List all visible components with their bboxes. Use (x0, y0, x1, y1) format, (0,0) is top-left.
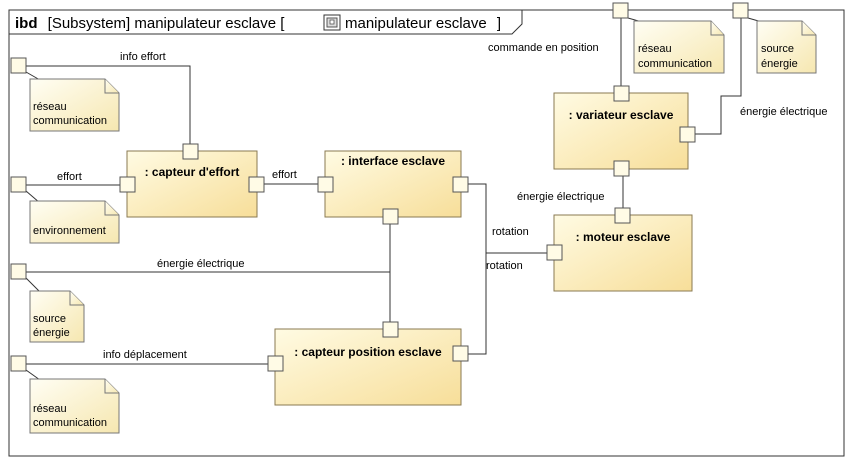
svg-text:communication: communication (33, 417, 107, 429)
svg-text:source: source (761, 43, 794, 55)
port-frame-commande[interactable] (612, 2, 629, 19)
port-interface-bottom[interactable] (382, 208, 399, 225)
svg-text:communication: communication (638, 58, 712, 70)
block-diagram-icon (323, 14, 341, 31)
block-moteur-esclave[interactable]: : moteur esclave (553, 214, 693, 292)
block-name-capteur-position: : capteur position esclave (294, 345, 442, 359)
port-variateur-top[interactable] (613, 85, 630, 102)
port-interface-right[interactable] (452, 176, 469, 193)
port-interface-left[interactable] (317, 176, 334, 193)
ports (10, 2, 749, 372)
label-effort-left: effort (57, 171, 82, 183)
svg-text:environnement: environnement (33, 225, 106, 237)
block-name-variateur: : variateur esclave (569, 108, 674, 122)
port-frame-info-deplacement[interactable] (10, 355, 27, 372)
connector-info-effort[interactable] (26, 65, 191, 145)
block-name-moteur: : moteur esclave (576, 230, 671, 244)
port-frame-energie[interactable] (10, 263, 27, 280)
port-variateur-bottom[interactable] (613, 160, 630, 177)
connector-energie-variateur[interactable] (695, 18, 742, 135)
label-effort-right: effort (272, 169, 297, 181)
connectors (26, 18, 742, 365)
frame-context-name: manipulateur esclave (345, 15, 487, 32)
port-frame-energie-haut[interactable] (732, 2, 749, 19)
diagram-frame (8, 9, 845, 457)
block-name-capteur-effort: : capteur d'effort (145, 165, 240, 179)
svg-text:communication: communication (33, 115, 107, 127)
svg-text:énergie: énergie (761, 58, 798, 70)
svg-text:réseau: réseau (638, 43, 672, 55)
svg-text:énergie: énergie (33, 327, 70, 339)
block-interface-esclave[interactable]: : interface esclave (324, 150, 462, 218)
connector-labels: info effort effort effort énergie électr… (57, 42, 827, 361)
port-position-top[interactable] (382, 321, 399, 338)
frame-header: ibd [Subsystem] manipulateur esclave [ (15, 15, 285, 32)
label-rotation-2: rotation (486, 260, 523, 272)
port-variateur-right[interactable] (679, 126, 696, 143)
frame-keyword: ibd (15, 15, 38, 32)
frame-title-text: [Subsystem] manipulateur esclave [ (48, 15, 286, 32)
note-reseau-communication-haut: réseau communication (633, 20, 725, 74)
connector-rotation-interface[interactable] (468, 183, 547, 254)
port-moteur-top[interactable] (614, 207, 631, 224)
port-capteur-effort-left[interactable] (119, 176, 136, 193)
port-position-left[interactable] (267, 355, 284, 372)
svg-text:réseau: réseau (33, 403, 67, 415)
block-variateur-esclave[interactable]: : variateur esclave (553, 92, 689, 170)
port-capteur-effort-top[interactable] (182, 143, 199, 160)
svg-text:source: source (33, 313, 66, 325)
note-environnement: environnement (29, 200, 120, 244)
label-energie-moteur: énergie électrique (517, 191, 604, 203)
note-source-energie-haut: source énergie (756, 20, 817, 74)
label-energie-variateur: énergie électrique (740, 106, 827, 118)
block-name-interface-esclave: : interface esclave (341, 154, 445, 168)
block-capteur-position[interactable]: : capteur position esclave (274, 328, 462, 406)
label-rotation-1: rotation (492, 226, 529, 238)
frame-header-border (9, 10, 523, 35)
port-capteur-effort-right[interactable] (248, 176, 265, 193)
port-frame-info-effort[interactable] (10, 57, 27, 74)
svg-text:réseau: réseau (33, 101, 67, 113)
frame-context: manipulateur esclave ] (345, 15, 501, 32)
label-info-deplacement: info déplacement (103, 349, 187, 361)
port-position-right[interactable] (452, 345, 469, 362)
label-info-effort: info effort (120, 51, 166, 63)
port-frame-effort[interactable] (10, 176, 27, 193)
note-source-energie-gauche: source énergie (29, 290, 85, 343)
port-moteur-left[interactable] (546, 244, 563, 261)
label-commande-position: commande en position (488, 42, 599, 54)
note-reseau-communication-2: réseau communication (29, 378, 120, 434)
connector-rotation-position[interactable] (468, 253, 487, 355)
label-energie-gauche: énergie électrique (157, 258, 244, 270)
block-capteur-effort[interactable]: : capteur d'effort (126, 150, 258, 218)
note-reseau-communication-1: réseau communication (29, 78, 120, 132)
frame-close-bracket: ] (497, 15, 501, 32)
